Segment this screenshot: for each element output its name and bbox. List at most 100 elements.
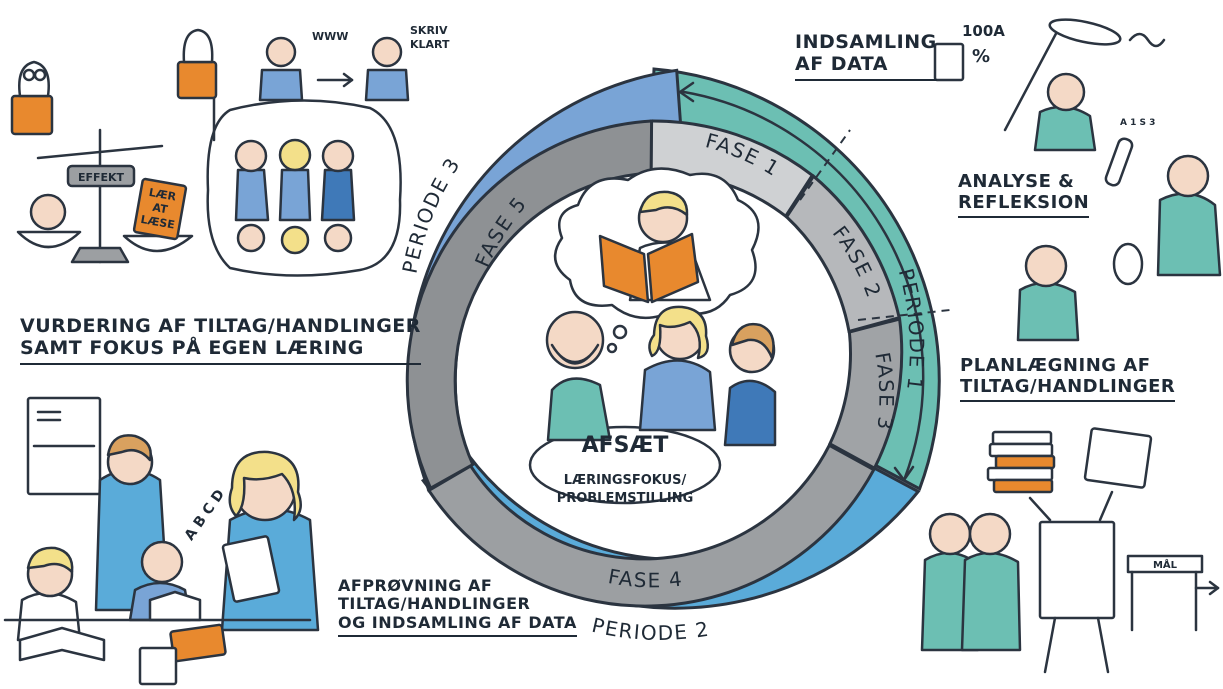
person-left-beard	[550, 343, 600, 365]
net-hoop	[1048, 18, 1122, 46]
afproevning-line-3: OG INDSAMLING AF DATA	[338, 613, 577, 638]
owl-book	[10, 94, 54, 136]
planner-2-head	[968, 512, 1012, 556]
scribble-text: WWW	[312, 30, 348, 43]
skriv-word: SKRIV	[410, 24, 448, 37]
afproevning-line-2: TILTAG/HANDLINGER	[338, 594, 531, 614]
arrow-head	[893, 465, 915, 483]
planning-doodle	[920, 427, 1220, 674]
arrow-arc	[682, 90, 925, 481]
book-stack-3	[994, 454, 1056, 470]
teacher-hair	[106, 434, 152, 462]
center-subtitle-line-2: PROBLEMSTILLING	[556, 490, 694, 506]
center-title: AFSÆT	[581, 433, 669, 458]
collector-body	[1033, 105, 1097, 152]
squiggle	[1128, 32, 1166, 48]
classroom-doodle	[3, 396, 320, 686]
analyse-line-2: REFLEKSION	[958, 192, 1090, 219]
flipchart	[1038, 520, 1116, 620]
planlaegning-line-2: TILTAG/HANDLINGER	[960, 376, 1176, 403]
indsamling-line-1: INDSAMLING	[795, 31, 937, 53]
center-table	[528, 425, 722, 505]
effekt-sign	[66, 164, 136, 188]
clipboard-doc	[933, 42, 965, 82]
team-head-2	[278, 138, 312, 172]
team-person-1	[234, 168, 270, 222]
book-stack-4	[986, 466, 1054, 482]
effekt-label: EFFEKT	[78, 171, 125, 184]
afproevning-label: AFPRØVNING AF TILTAG/HANDLINGER OG INDSA…	[338, 576, 577, 638]
baby-head	[29, 193, 67, 231]
evaluation-doodle	[10, 60, 194, 264]
phase-4-arc	[426, 443, 876, 608]
cycle-direction-arrow	[677, 81, 925, 483]
scientist-body	[1156, 192, 1222, 277]
person-left-head	[545, 310, 605, 370]
phase-3-arc	[827, 317, 904, 471]
team-person-3	[320, 168, 356, 222]
analyse-line-1: ANALYSE &	[958, 171, 1075, 192]
phase-3-label: FASE 3	[870, 350, 898, 432]
arrow-tail-head	[677, 81, 695, 103]
flipchart-leg-1	[1043, 616, 1057, 674]
center-subtitle-line-1: LÆRINGSFOKUS/	[563, 473, 687, 488]
book-stack-1	[991, 430, 1053, 446]
writer-arrow-head	[342, 72, 354, 88]
scale-pan-right	[122, 234, 194, 253]
paper-sheet	[138, 646, 178, 686]
owl-eye-right	[33, 68, 47, 82]
klart-word: KLART	[410, 38, 450, 51]
center-subtitle: LÆRINGSFOKUS/ PROBLEMSTILLING	[540, 472, 710, 507]
writer-2-head	[371, 36, 403, 68]
book-stack-2	[988, 442, 1054, 458]
person-right-body	[723, 379, 777, 447]
mirror-person-body	[1016, 281, 1080, 342]
at-word: AT	[151, 201, 169, 217]
clipboard	[221, 535, 281, 603]
indsamling-line-2: AF DATA	[795, 53, 937, 81]
planlaegning-label: PLANLÆGNING AF TILTAG/HANDLINGER	[960, 355, 1176, 403]
maal-text: MÅL	[1153, 558, 1178, 571]
boy-head	[140, 540, 184, 584]
planner-2-body	[960, 551, 1022, 652]
net-handle	[1003, 24, 1062, 132]
girl-hair	[26, 546, 74, 574]
divider-1	[799, 129, 851, 201]
vurdering-line-1: VURDERING AF TILTAG/HANDLINGER	[20, 315, 421, 337]
person-right-hair	[730, 322, 775, 360]
afproevning-line-1: AFPRØVNING AF	[338, 576, 493, 595]
analyse-label: ANALYSE & REFLEKSION	[958, 171, 1090, 219]
person-mid-body	[638, 359, 717, 432]
team-head-3	[321, 139, 355, 173]
team-person-2	[278, 168, 312, 222]
reader-hair	[638, 190, 689, 217]
abcd-text: A B C D	[182, 487, 228, 544]
vurdering-label: VURDERING AF TILTAG/HANDLINGER SAMT FOKU…	[20, 315, 421, 365]
period-2-label: PERIODE 2	[590, 613, 712, 645]
divider-2	[857, 309, 951, 321]
team-head-5	[280, 225, 310, 255]
vurdering-line-2: SAMT FOKUS PÅ EGEN LÆRING	[20, 337, 421, 365]
glasses-teacher-hair	[228, 450, 302, 522]
goal-arrow-head	[1208, 580, 1220, 596]
person-mid-hair	[648, 305, 709, 360]
team-doodle	[176, 28, 410, 277]
owl2-body	[182, 28, 214, 64]
bubble-dot-1	[612, 324, 628, 340]
owl2-book	[176, 60, 218, 100]
scale-beam	[36, 144, 164, 160]
plan-arrow-1	[1028, 496, 1052, 522]
indsamling-label: INDSAMLING AF DATA	[795, 31, 937, 81]
open-book	[18, 626, 106, 662]
phase-4-label: FASE 4	[606, 564, 684, 592]
mirror-person-head	[1024, 244, 1068, 288]
period-dividers	[799, 129, 951, 321]
flipchart-leg-2	[1096, 616, 1110, 674]
count-100a: 100A	[962, 22, 1005, 40]
scale-base	[70, 246, 130, 264]
team-head-6	[323, 223, 353, 253]
phase-ring	[405, 119, 904, 608]
data-collection-doodle	[933, 18, 1222, 342]
scientist-head	[1166, 154, 1210, 198]
center-scene	[528, 167, 777, 505]
